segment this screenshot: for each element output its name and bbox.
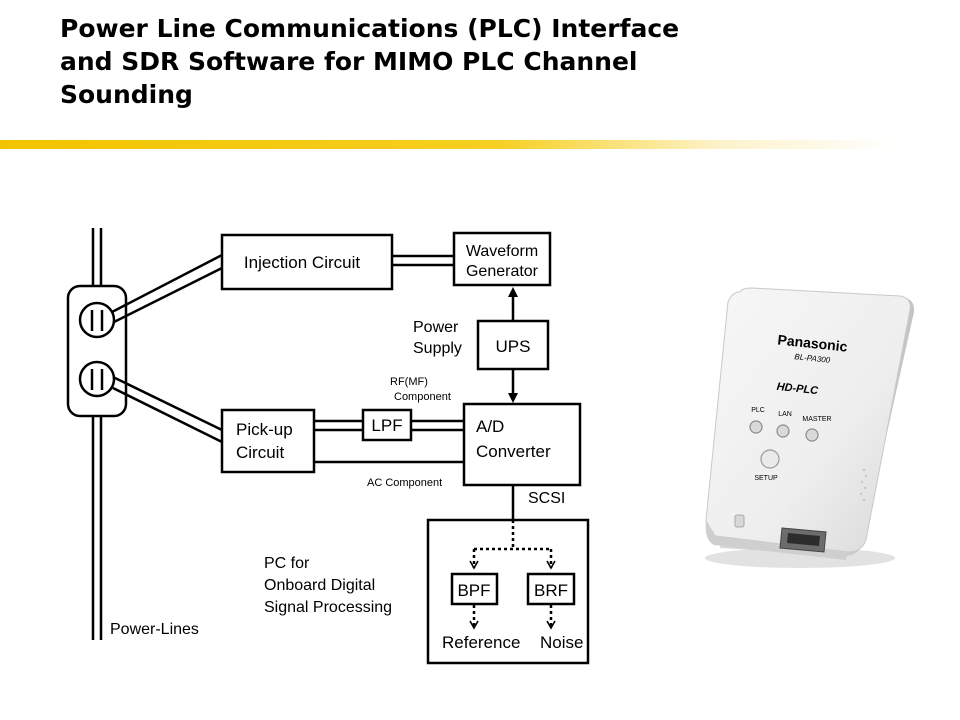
led-lan-indicator — [776, 424, 790, 438]
reference-label: Reference — [442, 633, 520, 652]
setup-button-icon — [760, 449, 780, 469]
rf-label-line1: RF(MF) — [390, 376, 428, 388]
scsi-label: SCSI — [528, 490, 565, 507]
rf-label-line2: Component — [394, 391, 451, 403]
outlet-to-injection-wires — [111, 253, 223, 324]
lpf-to-ad-wires — [411, 419, 464, 432]
waveform-label-line2: Generator — [466, 263, 539, 280]
led-master-label: MASTER — [802, 416, 831, 423]
title-line-2: and SDR Software for MIMO PLC Channel — [60, 47, 638, 76]
pc-internal-dotted-paths — [469, 520, 556, 630]
ac-component-label: AC Component — [367, 477, 442, 489]
power-lines-label: Power-Lines — [110, 621, 199, 638]
power-supply-label-line2: Supply — [413, 340, 462, 357]
pickup-circuit-box — [220, 408, 316, 474]
bpf-label: BPF — [457, 581, 490, 600]
outlet-to-pickup-wires — [112, 375, 223, 444]
brf-label: BRF — [534, 581, 568, 600]
led-plc-label: PLC — [751, 407, 765, 414]
power-supply-label-line1: Power — [413, 319, 459, 336]
ad-converter-box — [462, 402, 582, 487]
title-line-1: Power Line Communications (PLC) Interfac… — [60, 14, 680, 43]
led-master-indicator — [805, 428, 819, 442]
device-vent-icon — [859, 468, 868, 502]
device-brand-label: Panasonic — [777, 331, 849, 354]
ups-label: UPS — [496, 337, 531, 356]
injection-circuit-box — [220, 233, 394, 291]
pc-label-line2: Onboard Digital — [264, 577, 375, 594]
led-lan-label: LAN — [778, 411, 792, 418]
pc-label-line1: PC for — [264, 555, 310, 572]
device-switch-icon — [734, 514, 745, 528]
ad-label-line2: Converter — [476, 442, 551, 461]
brf-box — [526, 572, 576, 606]
pickup-label-line2: Circuit — [236, 443, 284, 462]
noise-label: Noise — [540, 633, 583, 652]
device-model-label: BL-PA300 — [794, 352, 831, 365]
ad-label-line1: A/D — [476, 417, 504, 436]
pc-label-line3: Signal Processing — [264, 599, 392, 616]
lpf-box — [361, 408, 413, 442]
bpf-box — [450, 572, 499, 606]
wall-outlet — [66, 284, 128, 418]
slide-title: Power Line Communications (PLC) Interfac… — [60, 12, 900, 111]
injection-circuit-label: Injection Circuit — [244, 253, 360, 272]
ups-box — [476, 319, 550, 371]
injection-to-waveform-wires — [392, 254, 454, 267]
lpf-label: LPF — [371, 416, 402, 435]
device-standard-label: HD-PLC — [776, 381, 820, 397]
pickup-label-line1: Pick-up — [236, 420, 293, 439]
setup-label: SETUP — [754, 475, 778, 482]
title-accent-bar — [0, 140, 900, 149]
pickup-to-lpf-wires — [314, 419, 363, 432]
waveform-generator-box — [452, 231, 552, 287]
title-line-3: Sounding — [60, 80, 193, 109]
waveform-label-line1: Waveform — [466, 243, 538, 260]
plc-adapter-device-image: Panasonic BL-PA300 HD-PLC PLC LAN MASTER… — [705, 287, 915, 568]
led-plc-indicator — [749, 420, 763, 434]
